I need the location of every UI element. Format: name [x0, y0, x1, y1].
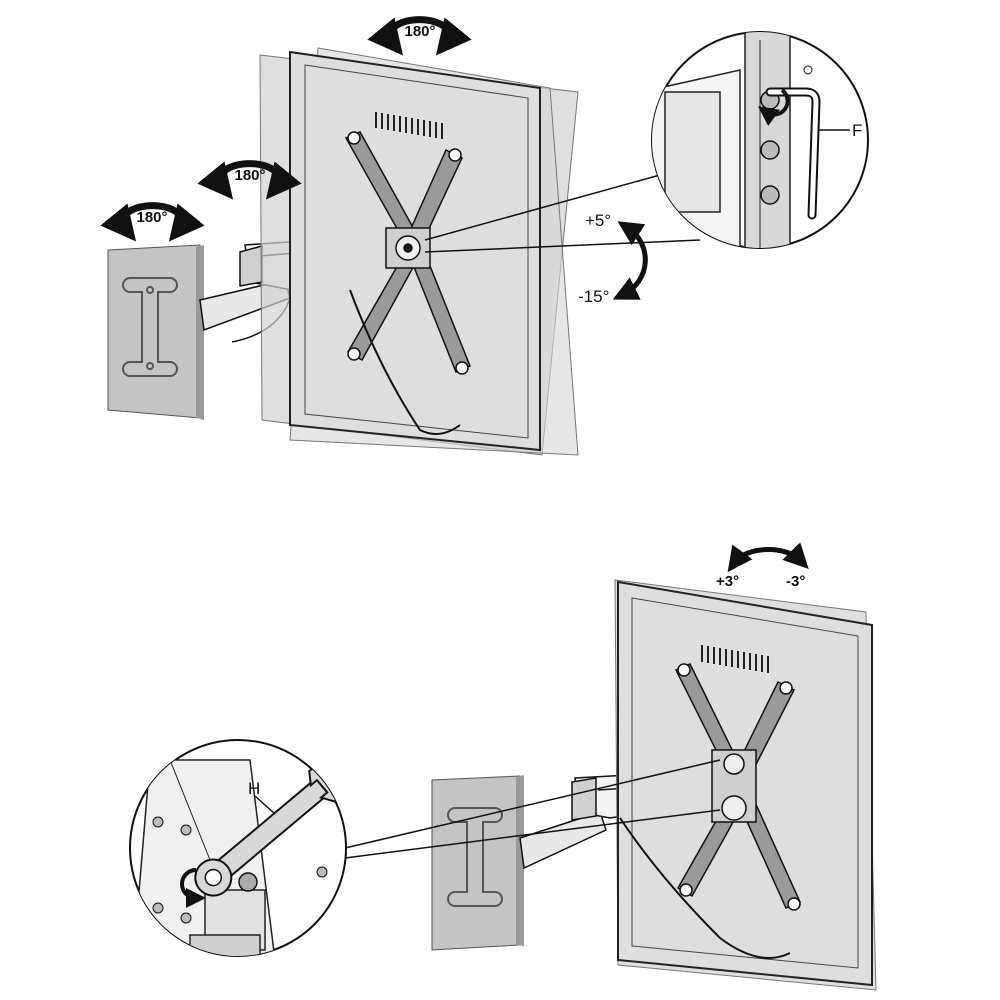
wall-swivel-label: 180° [136, 209, 167, 226]
callout-line-top-a [424, 174, 661, 241]
detail-circle-bottom: H [129, 739, 347, 957]
callout-line-top-b [424, 239, 701, 253]
detail-part-label-f: F [852, 121, 862, 140]
detail-circle-top: F [651, 31, 869, 249]
x-bracket-bottom [674, 663, 801, 911]
tv-screen-top [289, 50, 541, 452]
rotation-arrow-arm: 180° [197, 160, 302, 200]
wall-plate-icon-bottom [447, 807, 503, 907]
vent-slots-top [375, 112, 443, 139]
rotation-arrow-screen: 180° [367, 16, 472, 56]
wall-plate-icon [122, 277, 178, 377]
tilt-head-top [385, 227, 431, 269]
hex-key-icon [765, 87, 821, 220]
level-plus-label: +3° [716, 573, 739, 590]
tv-screen-bottom [617, 580, 873, 987]
callout-line-bottom-a [344, 759, 721, 849]
callout-line-bottom-b [344, 809, 721, 859]
cable-top [349, 289, 461, 435]
tilt-down-label: -15° [578, 287, 609, 306]
bottom-scene: +3° -3° [129, 542, 877, 991]
wall-block-top [107, 244, 204, 420]
rotation-arrow-wall: 180° [100, 202, 205, 242]
level-minus-label: -3° [786, 573, 805, 590]
tilt-up-label: +5° [585, 211, 611, 230]
top-scene: 180° 180° 180° +5° -15° [100, 16, 869, 456]
vent-slots-bottom [701, 645, 769, 673]
rotation-label: 180° [404, 23, 435, 40]
tilt-head-bottom [711, 749, 757, 823]
cable-bottom [619, 817, 791, 959]
tilt-arrow: +5° -15° [578, 211, 648, 306]
wall-block-bottom [431, 775, 524, 951]
arm-swivel-label: 180° [234, 167, 265, 184]
level-arrow: +3° -3° [716, 542, 809, 590]
detail-part-label-h: H [248, 779, 260, 798]
